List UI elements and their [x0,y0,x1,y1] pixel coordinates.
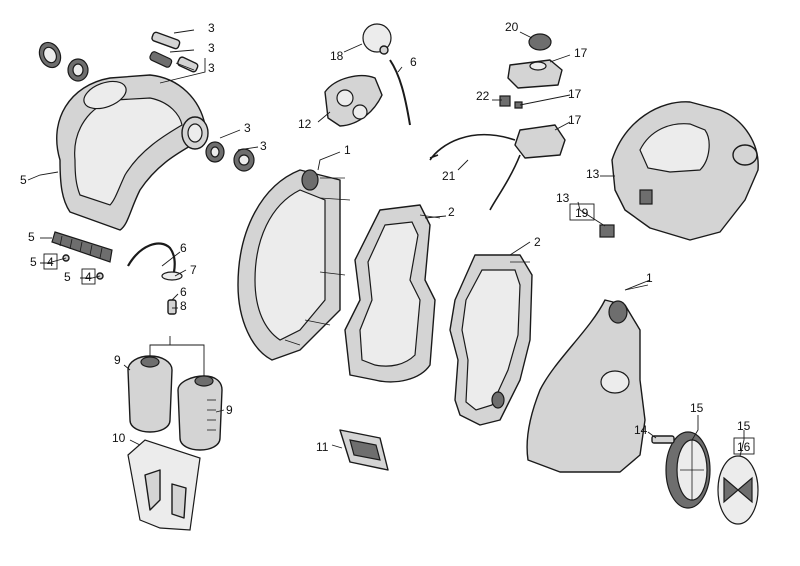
callout-13-a: 13 [586,167,600,181]
callout-4-b: 4 [85,270,92,284]
callout-3-a: 3 [208,21,215,35]
axle-part [651,435,675,444]
callout-4-a: 4 [47,255,54,269]
callout-17-a: 17 [574,46,588,60]
callout-6-b: 6 [180,241,187,255]
frame-left [237,169,351,361]
callout-5-d: 5 [64,270,71,284]
knob-parts [38,41,89,82]
callout-11: 11 [316,440,329,454]
frame-inner [449,254,533,426]
callout-1-bottom: 1 [646,271,653,285]
callout-12: 12 [298,117,312,131]
callout-17-b: 17 [568,87,582,101]
hubcap-part [717,455,759,525]
callout-5-a: 5 [20,173,27,187]
callout-5-c: 5 [30,255,37,269]
basket-part [127,439,201,531]
bulb-part [362,23,411,126]
callout-7: 7 [190,263,197,277]
callout-22: 22 [476,89,490,103]
frame-center [344,204,441,383]
callout-19: 19 [575,206,589,220]
callout-20: 20 [505,20,519,34]
wheel-part [665,431,711,509]
callout-2-center: 2 [448,205,455,219]
callout-9-a: 9 [114,353,121,367]
callout-21: 21 [442,169,456,183]
callout-16: 16 [737,440,751,454]
callout-9-b: 9 [226,403,233,417]
callout-labels: 1 1 2 2 3 3 3 3 3 4 4 5 5 5 5 6 6 6 7 8 … [20,20,751,454]
callout-18: 18 [330,49,344,63]
callout-3-d: 3 [244,121,251,135]
handle-part [56,74,209,231]
callout-17-c: 17 [568,113,582,127]
leader-lines [27,29,745,457]
clip-part [499,95,511,107]
callout-3-b: 3 [208,41,215,55]
callout-boxes [43,203,755,455]
reservoir-parts [507,33,563,89]
callout-5-b: 5 [28,230,35,244]
callout-10: 10 [112,431,126,445]
top-cover [611,101,759,241]
callout-3-c: 3 [208,61,215,75]
tank-left [127,355,173,433]
callout-13-b: 13 [556,191,570,205]
hose-part [127,242,183,315]
terminal-block [429,101,566,211]
callout-8: 8 [180,299,187,313]
callout-15-b: 15 [737,419,751,433]
callout-1-top: 1 [344,143,351,157]
connector-part [599,224,615,238]
callout-14: 14 [634,423,648,437]
tank-right [177,375,223,451]
plate-part [339,429,389,471]
callout-6-c: 6 [180,285,187,299]
callout-2-right: 2 [534,235,541,249]
callout-3-e: 3 [260,139,267,153]
housing-shell [526,284,649,473]
callout-6-a: 6 [410,55,417,69]
callout-15-a: 15 [690,401,704,415]
front-panel [324,74,383,127]
